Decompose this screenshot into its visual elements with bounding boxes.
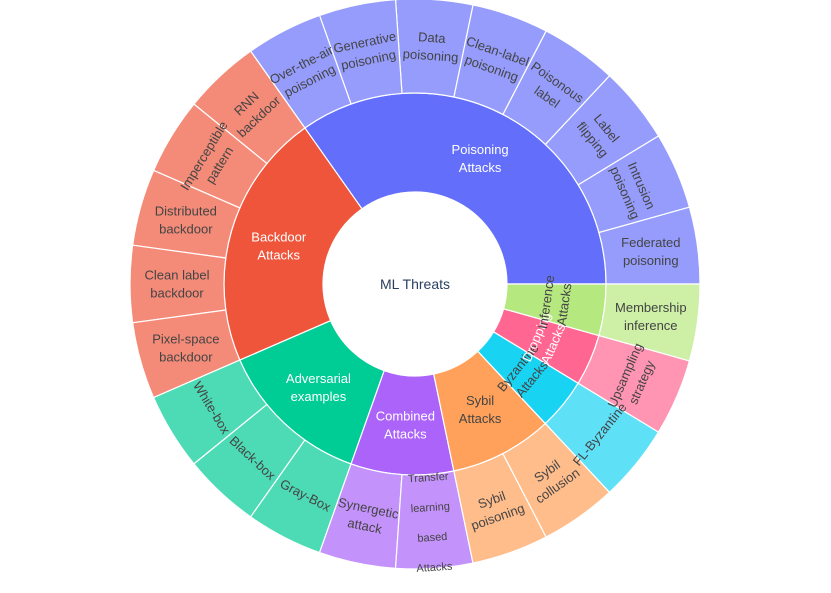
segment-membership-inference[interactable] <box>598 283 701 362</box>
label-inference-attacks: InferenceAttacks <box>535 274 575 332</box>
inner-ring <box>223 92 607 476</box>
segment-clean-label-backdoor[interactable] <box>129 244 227 324</box>
label-data-poisoning: Datapoisoning <box>402 28 460 65</box>
root-label: ML Threats <box>380 276 450 292</box>
label-transfer-learning-based-attacks: TransferlearningbasedAttacks <box>408 471 456 576</box>
outer-ring <box>129 0 701 570</box>
